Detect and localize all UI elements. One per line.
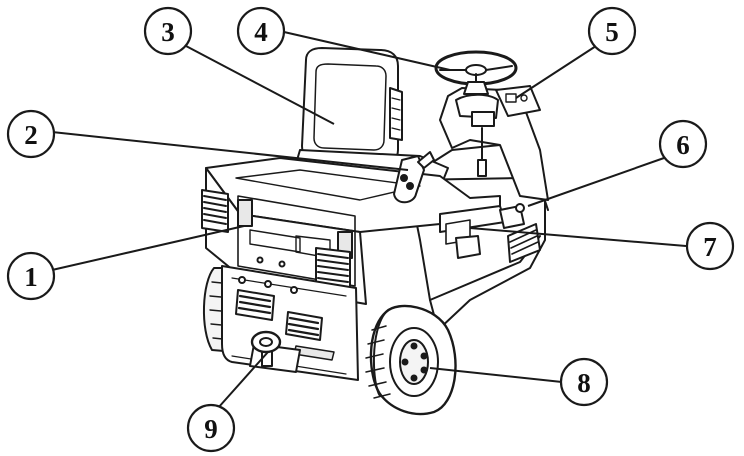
callouts: 1 2 3 4 5 6 7 8 [6, 6, 735, 453]
callout-label-3: 3 [161, 17, 175, 47]
callout-5: 5 [587, 6, 637, 56]
callout-7: 7 [685, 221, 735, 271]
tow-coupling [249, 330, 301, 373]
callout-label-1: 1 [24, 262, 38, 292]
callout-label-6: 6 [676, 130, 690, 160]
leader-line-6 [527, 157, 665, 207]
leader-line-8 [429, 367, 563, 383]
callout-4: 4 [236, 6, 286, 56]
tow-tractor-drawing [201, 47, 549, 416]
callout-label-7: 7 [703, 232, 717, 262]
leader-line-9 [217, 351, 269, 409]
leader-line-3 [185, 45, 335, 125]
callout-label-8: 8 [577, 368, 591, 398]
front-right-wheel [365, 304, 457, 416]
callout-1: 1 [6, 251, 56, 301]
callout-9: 9 [186, 403, 236, 453]
leader-line-2 [51, 131, 409, 171]
control-panel [495, 85, 541, 117]
leader-line-4 [283, 31, 451, 71]
side-rail [439, 203, 525, 259]
leader-line-7 [469, 227, 687, 247]
callout-6: 6 [658, 119, 708, 169]
callout-3: 3 [143, 6, 193, 56]
hand-control [393, 151, 435, 204]
left-vent-grille [201, 189, 229, 233]
leader-lines [51, 31, 687, 409]
right-vent-grille [315, 247, 351, 291]
callout-label-5: 5 [605, 17, 619, 47]
steering-wheel [434, 50, 518, 95]
callout-2: 2 [6, 109, 56, 159]
callout-8: 8 [559, 357, 609, 407]
callout-label-2: 2 [24, 120, 38, 150]
leader-line-1 [51, 225, 245, 271]
callout-label-4: 4 [254, 17, 268, 47]
leader-line-5 [515, 45, 597, 99]
callout-label-9: 9 [204, 414, 218, 444]
